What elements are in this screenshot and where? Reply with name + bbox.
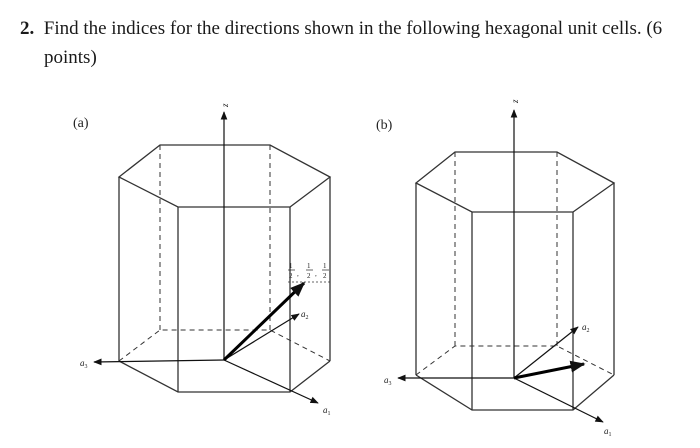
cell-a-a3-label: a3 [80, 358, 88, 370]
svg-text:,: , [315, 270, 317, 278]
cell-b-a2-label: a2 [582, 322, 590, 334]
cell-b-z-label: z [510, 99, 520, 104]
cell-a: (a) z a3 a1 a2 1 2 , 1 2 [73, 103, 332, 417]
cell-b-a1-label: a1 [604, 426, 612, 438]
cell-b-top-face [414, 151, 616, 213]
cell-a-direction-vector [222, 281, 306, 362]
cell-b-direction-vector [513, 360, 586, 380]
cell-b-bottom-front-edges [415, 374, 615, 411]
cell-b-a2-axis [513, 326, 579, 379]
cell-b: (b) z a3 a1 a2 [376, 99, 616, 438]
cell-b-a1-axis [513, 377, 604, 423]
cell-a-a1-label: a1 [323, 405, 331, 417]
svg-text:2: 2 [289, 272, 293, 280]
cell-a-z-label: z [220, 103, 230, 108]
cell-a-a3-axis [93, 358, 225, 366]
cell-a-coordinate-annotation: 1 2 , 1 2 , 1 2 [288, 262, 332, 283]
cell-b-a3-label: a3 [384, 375, 392, 387]
cell-b-bottom-back-edges [415, 345, 615, 376]
cell-a-label: (a) [73, 116, 89, 131]
svg-text:1: 1 [289, 262, 293, 270]
cell-a-a2-axis [223, 313, 300, 361]
question-text: 2. Find the indices for the directions s… [20, 14, 680, 72]
question-prompt: Find the indices for the directions show… [43, 18, 663, 39]
svg-text:1: 1 [323, 262, 327, 270]
svg-text:2: 2 [307, 272, 311, 280]
svg-text:,: , [297, 270, 299, 278]
cell-b-label: (b) [376, 118, 393, 133]
svg-text:1: 1 [307, 262, 311, 270]
question-number: 2. [20, 18, 35, 39]
question-line-2: points) [44, 47, 97, 68]
cell-a-a1-axis [223, 359, 319, 404]
cell-a-bottom-front-edges [118, 360, 331, 393]
svg-text:2: 2 [323, 272, 327, 280]
cell-a-a2-label: a2 [301, 309, 309, 321]
question-line-1: 2. Find the indices for the directions s… [20, 14, 680, 43]
